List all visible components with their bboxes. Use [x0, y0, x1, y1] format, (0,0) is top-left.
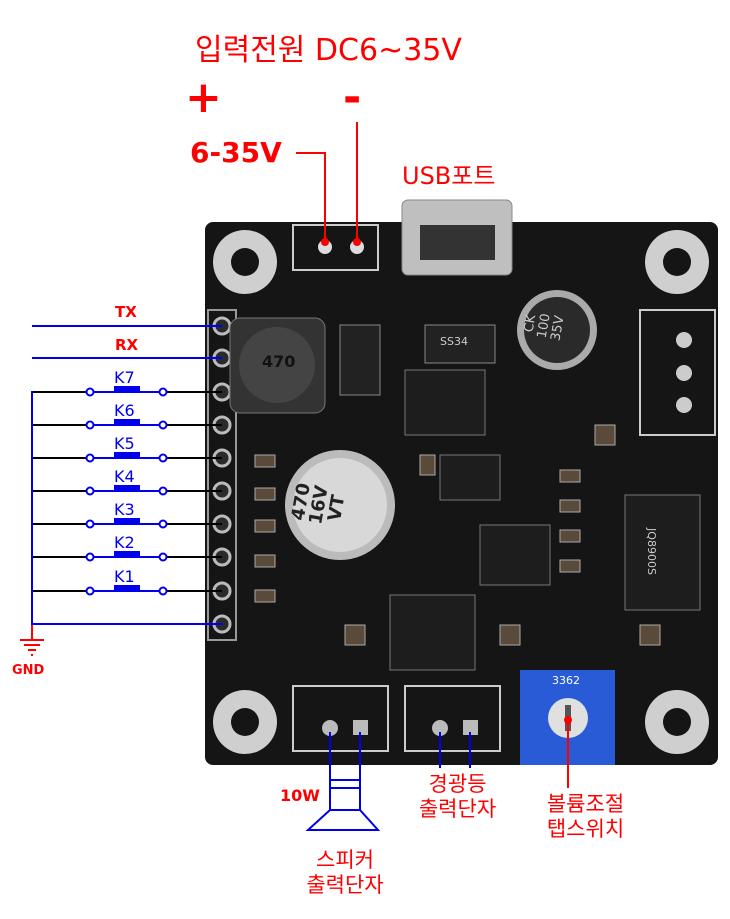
usb-label: USB포트: [402, 162, 496, 190]
key-label-k5: K5: [114, 434, 135, 453]
key-label-k2: K2: [114, 533, 135, 552]
volume-label-line2: 탭스위치: [546, 817, 625, 842]
speaker-terminal: [292, 685, 389, 752]
power-terminal: [292, 224, 379, 271]
chip-ss34: [424, 324, 496, 364]
key-label-k4: K4: [114, 467, 135, 486]
ic-chip: [389, 594, 476, 671]
rx-label: RX: [115, 336, 139, 354]
key-label-k7: K7: [114, 368, 135, 387]
switch-k3: [32, 518, 222, 529]
ic-jq8900: [624, 494, 701, 611]
switch-k1: [32, 585, 222, 596]
switch-k5: [32, 452, 222, 463]
lamp-label-line1: 경광등: [428, 772, 487, 796]
key-label-k3: K3: [114, 500, 135, 519]
switch-k7: [32, 386, 222, 397]
diode-mark: SS34: [440, 335, 468, 348]
speaker-label-line1: 스피커: [316, 848, 374, 872]
lamp-terminal: [404, 685, 501, 752]
switch-k2: [32, 551, 222, 562]
plus-label: +: [185, 72, 222, 123]
volume-label-line1: 볼륨조절: [546, 792, 625, 816]
voltage-label: 6-35V: [190, 136, 282, 169]
key-switches: [32, 386, 222, 596]
speaker-power-label: 10W: [280, 786, 320, 805]
leader-plus: [296, 152, 326, 240]
pot-code: 3362: [552, 674, 580, 687]
ground-icon: [20, 625, 44, 656]
tx-label: TX: [115, 303, 137, 321]
page-title: 입력전원 DC6~35V: [195, 33, 462, 68]
right-terminal: [639, 309, 716, 436]
chip-mark: JQ8900S: [644, 528, 658, 575]
speaker-label-line2: 출력단자: [306, 873, 384, 898]
key-label-k1: K1: [114, 567, 135, 586]
left-header: [207, 309, 237, 641]
ic-chip: [479, 524, 551, 586]
switch-k4: [32, 485, 222, 496]
lamp-label-line2: 출력단자: [418, 797, 497, 822]
inductor-mark: 470: [262, 352, 296, 371]
key-label-k6: K6: [114, 401, 135, 420]
ic-chip: [404, 369, 486, 436]
diode: [339, 324, 381, 396]
switch-k6: [32, 419, 222, 430]
gnd-label: GND: [12, 663, 45, 678]
ic-chip: [439, 454, 501, 501]
speaker-icon: [305, 779, 381, 831]
minus-label: -: [343, 72, 362, 123]
